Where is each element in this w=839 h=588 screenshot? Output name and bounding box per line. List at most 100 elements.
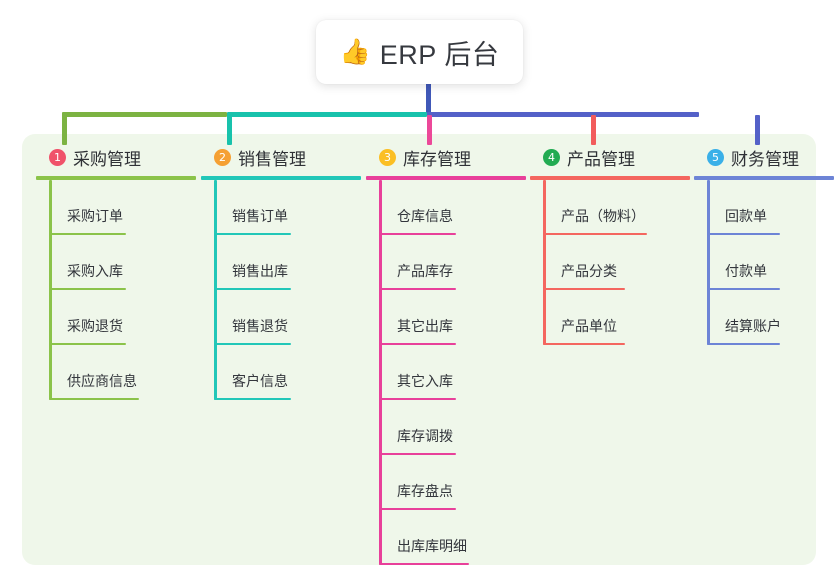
branch-item[interactable]: 库存盘点 xyxy=(366,455,526,510)
branch-item-label: 付款单 xyxy=(725,263,767,279)
branch-spine xyxy=(707,180,710,345)
branch-item[interactable]: 销售退货 xyxy=(201,290,361,345)
branches-panel xyxy=(22,134,816,565)
branch-item[interactable]: 销售订单 xyxy=(201,180,361,235)
branch-item-label: 其它入库 xyxy=(397,373,453,389)
drop-cyan xyxy=(227,115,232,145)
branch-item[interactable]: 采购退货 xyxy=(36,290,196,345)
branch-number-badge: 3 xyxy=(379,148,396,166)
branch-item-list: 销售订单销售出库销售退货客户信息 xyxy=(201,180,361,400)
branch-spine xyxy=(543,180,546,345)
branch-title: 产品管理 xyxy=(567,149,635,169)
branch-item-label: 销售出库 xyxy=(232,263,288,279)
branch-item-rule xyxy=(379,508,456,510)
branch-header-rule xyxy=(36,176,196,180)
branch-title: 库存管理 xyxy=(403,149,471,169)
branch-item-rule xyxy=(49,233,126,235)
branch-item[interactable]: 结算账户 xyxy=(694,290,834,345)
trunk-segment-green xyxy=(62,112,227,117)
branch-item-label: 其它出库 xyxy=(397,318,453,334)
branch-item-label: 库存盘点 xyxy=(397,483,453,499)
branch-item-label: 产品分类 xyxy=(561,263,617,279)
branch-item[interactable]: 产品分类 xyxy=(530,235,690,290)
branch-item[interactable]: 其它出库 xyxy=(366,290,526,345)
branch-item-rule xyxy=(707,343,780,345)
branch-item-list: 仓库信息产品库存其它出库其它入库库存调拨库存盘点出库库明细 xyxy=(366,180,526,565)
branch-header-3[interactable]: 3 库存管理 xyxy=(366,144,526,170)
branch-item-rule xyxy=(707,233,780,235)
branch-header-rule xyxy=(201,176,361,180)
branch-item[interactable]: 销售出库 xyxy=(201,235,361,290)
branch-spine xyxy=(49,180,52,400)
branch-item[interactable]: 付款单 xyxy=(694,235,834,290)
root-node[interactable]: 👍 ERP 后台 xyxy=(316,20,523,84)
branch-item[interactable]: 采购入库 xyxy=(36,235,196,290)
branch-item-label: 出库库明细 xyxy=(397,538,467,554)
branch-item-label: 供应商信息 xyxy=(67,373,137,389)
branch-item-rule xyxy=(49,343,126,345)
trunk-segment-blue xyxy=(427,112,699,117)
drop-blue xyxy=(755,115,760,145)
branch-item[interactable]: 产品库存 xyxy=(366,235,526,290)
branch-item-rule xyxy=(49,398,139,400)
branch-item-list: 产品（物料） 产品分类产品单位 xyxy=(530,180,690,345)
branch-item-label: 采购订单 xyxy=(67,208,123,224)
branch-item-rule xyxy=(379,563,469,565)
branch-item-label: 产品单位 xyxy=(561,318,617,334)
branch-item-rule xyxy=(543,233,647,235)
branch-item-label: 仓库信息 xyxy=(397,208,453,224)
branch-item-label: 回款单 xyxy=(725,208,767,224)
branch-item-rule xyxy=(379,453,456,455)
branch-column-1: 1 采购管理采购订单采购入库采购退货供应商信息 xyxy=(36,144,196,400)
branch-column-3: 3 库存管理仓库信息产品库存其它出库其它入库库存调拨库存盘点出库库明细 xyxy=(366,144,526,565)
branch-header-rule xyxy=(366,176,526,180)
branch-header-1[interactable]: 1 采购管理 xyxy=(36,144,196,170)
branch-item-list: 采购订单采购入库采购退货供应商信息 xyxy=(36,180,196,400)
branch-item[interactable]: 产品单位 xyxy=(530,290,690,345)
branch-item-rule xyxy=(214,288,291,290)
root-stem xyxy=(426,82,431,114)
branch-title: 财务管理 xyxy=(731,149,799,169)
branch-item-rule xyxy=(49,288,126,290)
branch-item-rule xyxy=(379,233,456,235)
branch-item[interactable]: 出库库明细 xyxy=(366,510,526,565)
branch-item[interactable]: 仓库信息 xyxy=(366,180,526,235)
branch-item-label: 产品库存 xyxy=(397,263,453,279)
branch-number-badge: 1 xyxy=(49,148,66,166)
root-title: ERP 后台 xyxy=(379,39,500,70)
branch-header-rule xyxy=(530,176,690,180)
branch-item[interactable]: 库存调拨 xyxy=(366,400,526,455)
thumbs-up-icon: 👍 xyxy=(339,37,371,66)
branch-item-label: 库存调拨 xyxy=(397,428,453,444)
trunk-segment-cyan xyxy=(227,112,427,117)
drop-pink xyxy=(427,115,432,145)
branch-item-label: 采购退货 xyxy=(67,318,123,334)
drop-green xyxy=(62,115,67,145)
branch-item-label: 结算账户 xyxy=(725,318,781,334)
branch-item[interactable]: 产品（物料） xyxy=(530,180,690,235)
branch-item[interactable]: 采购订单 xyxy=(36,180,196,235)
branch-item-rule xyxy=(214,398,291,400)
branch-item-rule xyxy=(543,288,625,290)
branch-item-rule xyxy=(214,233,291,235)
branch-item[interactable]: 回款单 xyxy=(694,180,834,235)
branch-item-rule xyxy=(707,288,780,290)
branch-header-rule xyxy=(694,176,834,180)
branch-item-rule xyxy=(214,343,291,345)
branch-spine xyxy=(379,180,382,565)
branch-title: 采购管理 xyxy=(73,149,141,169)
branch-item[interactable]: 供应商信息 xyxy=(36,345,196,400)
branch-item-label: 产品（物料） xyxy=(561,208,645,224)
branch-spine xyxy=(214,180,217,400)
branch-item[interactable]: 其它入库 xyxy=(366,345,526,400)
branch-item[interactable]: 客户信息 xyxy=(201,345,361,400)
branch-item-rule xyxy=(379,398,456,400)
branch-item-rule xyxy=(379,288,456,290)
branch-item-label: 客户信息 xyxy=(232,373,288,389)
